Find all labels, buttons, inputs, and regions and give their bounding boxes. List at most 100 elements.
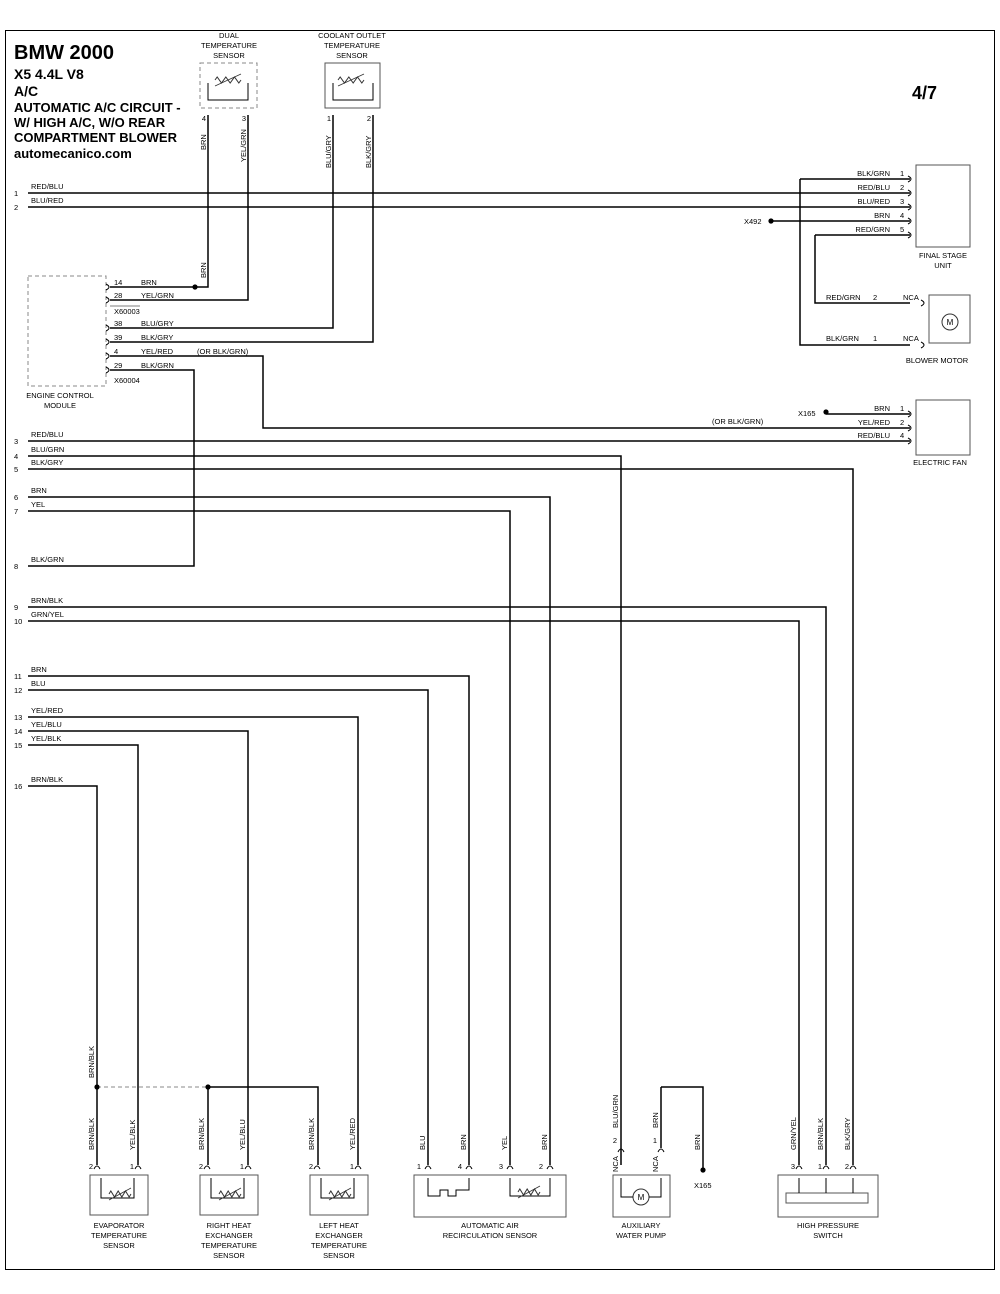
wire-10 [28, 620, 800, 1165]
wire-color-label: BLK/GRN [31, 555, 64, 564]
wire-5 [28, 468, 854, 1165]
dual-sensor-label-line: SENSOR [213, 51, 245, 60]
coolant-sensor-resistor-arrow [337, 73, 365, 87]
wire-color-label: RED/BLU [31, 182, 64, 191]
ecm-wire-39 [110, 115, 374, 343]
vehicle-title: BMW 2000 [14, 42, 115, 64]
air-recirc-element [427, 1178, 470, 1197]
water-pump-label-line: WATER PUMP [616, 1231, 666, 1240]
water-pump-wire-color: BRN [651, 1112, 660, 1128]
ecm-pin-number: 4 [114, 347, 118, 356]
blower-nca: NCA [903, 293, 919, 302]
vehicle-model: X5 4.4L V8 [14, 66, 84, 82]
ecm-wire-38 [110, 115, 334, 329]
right-heat-exchanger-sensor-label-line: SENSOR [213, 1251, 245, 1260]
evaporator-temperature-sensor-internal [100, 1178, 135, 1199]
ecm-pin-color: YEL/RED [141, 347, 174, 356]
blower-terminal [920, 299, 925, 307]
water-pump-m: M [638, 1193, 645, 1202]
left-heat-exchanger-sensor-wire-color: BRN/BLK [307, 1118, 316, 1150]
evaporator-temperature-sensor-label-line: TEMPERATURE [91, 1231, 147, 1240]
evaporator-temperature-sensor-resistor-arrow [108, 1187, 132, 1201]
ecm-pin-number: 14 [114, 278, 122, 287]
blower-pin-number: 2 [873, 293, 877, 302]
blower-wire-color: BLK/GRN [826, 334, 859, 343]
water-pump-pin-number: 1 [653, 1136, 657, 1145]
final-stage-label-line: UNIT [934, 261, 952, 270]
ecm-wire-4 [110, 355, 826, 429]
hps-wire-color: BLK/GRY [843, 1118, 852, 1150]
dual-sensor-pin-3: 3 [242, 114, 246, 123]
ecm-pin-color: BLU/GRY [141, 319, 174, 328]
fan-pin-number: 4 [900, 431, 904, 440]
dual-sensor-resistor-arrow [214, 73, 242, 87]
air-recirc-resistor-arrow [517, 1185, 541, 1199]
ecm-pin-terminal [105, 338, 110, 346]
circuit-name-line1: AUTOMATIC A/C CIRCUIT - [14, 100, 181, 115]
wire-number: 12 [14, 686, 22, 695]
fan-terminal [907, 424, 912, 432]
air-recirc-terminal [465, 1165, 473, 1170]
circuit-name-line3: COMPARTMENT BLOWER [14, 130, 177, 145]
final-stage-pin-number: 4 [900, 211, 904, 220]
wire-color-label: YEL/BLK [31, 734, 61, 743]
ground-x165-fan-dot [823, 409, 829, 415]
wire-color-label: BRN [31, 665, 47, 674]
wire-color-label: BRN [31, 486, 47, 495]
water-pump-label-line: AUXILIARY [621, 1221, 660, 1230]
fan-alt-color-label: (OR BLK/GRN) [712, 417, 764, 426]
right-heat-exchanger-sensor-wire-color: BRN/BLK [197, 1118, 206, 1150]
ecm-pin-number: 28 [114, 291, 122, 300]
air-recirc-pin-number: 3 [499, 1162, 503, 1171]
right-heat-exchanger-sensor-resistor-arrow [218, 1187, 242, 1201]
left-heat-exchanger-sensor-resistor-arrow [328, 1187, 352, 1201]
coolant-sensor-pin-1: 1 [327, 114, 331, 123]
wire-number: 2 [14, 203, 18, 212]
left-heat-exchanger-sensor-internal [320, 1178, 355, 1199]
fan-wire-color: BRN [874, 404, 890, 413]
ecm-label-line: MODULE [44, 401, 76, 410]
blower-wire-2 [814, 235, 910, 304]
blower-motor-m: M [947, 318, 954, 327]
site-name: automecanico.com [14, 146, 132, 161]
dual-sensor-internal [207, 83, 249, 101]
air-recirc-internal [509, 1178, 551, 1197]
dual-sensor-pin-4: 4 [202, 114, 206, 123]
wire-number: 7 [14, 507, 18, 516]
wire-number: 14 [14, 727, 22, 736]
final-stage-pin-number: 5 [900, 225, 904, 234]
hps-terminal [822, 1165, 830, 1170]
left-heat-exchanger-sensor-label-line: LEFT HEAT [319, 1221, 359, 1230]
air-recirc-wire-color: BLU [418, 1135, 427, 1150]
water-pump-ground-wire [661, 1086, 704, 1170]
right-heat-exchanger-sensor-terminal [244, 1165, 252, 1170]
high-pressure-switch-contact [785, 1192, 869, 1204]
evaporator-temperature-sensor-label-line: SENSOR [103, 1241, 135, 1250]
right-heat-exchanger-sensor-pin-number: 1 [240, 1162, 244, 1171]
final-stage-wire-color: BLK/GRN [857, 169, 890, 178]
wire-number: 16 [14, 782, 22, 791]
wire-number: 15 [14, 741, 22, 750]
evaporator-temperature-sensor-pin-number: 2 [89, 1162, 93, 1171]
ecm-pin-color: YEL/GRN [141, 291, 174, 300]
ground-x165-pump-label: X165 [694, 1181, 712, 1190]
final-stage-pin-number: 3 [900, 197, 904, 206]
wire-14 [28, 730, 249, 1165]
wire-number: 3 [14, 437, 18, 446]
ground-x492-label: X492 [744, 217, 762, 226]
final-stage-unit [915, 164, 971, 248]
blower-nca: NCA [903, 334, 919, 343]
ecm-wire-14 [110, 115, 209, 288]
ecm-pin-terminal [105, 366, 110, 374]
blower-wire-1 [799, 179, 910, 346]
right-heat-exchanger-sensor-terminal [203, 1165, 211, 1170]
ecm-wire-29 [28, 369, 195, 567]
fan-terminal [907, 437, 912, 445]
left-heat-exchanger-sensor-pin-number: 2 [309, 1162, 313, 1171]
engine-control-module [27, 275, 107, 387]
wire-4 [28, 455, 622, 1165]
air-recirc-terminal [506, 1165, 514, 1170]
hps-pin-number: 2 [845, 1162, 849, 1171]
wire-16 [28, 785, 98, 1165]
